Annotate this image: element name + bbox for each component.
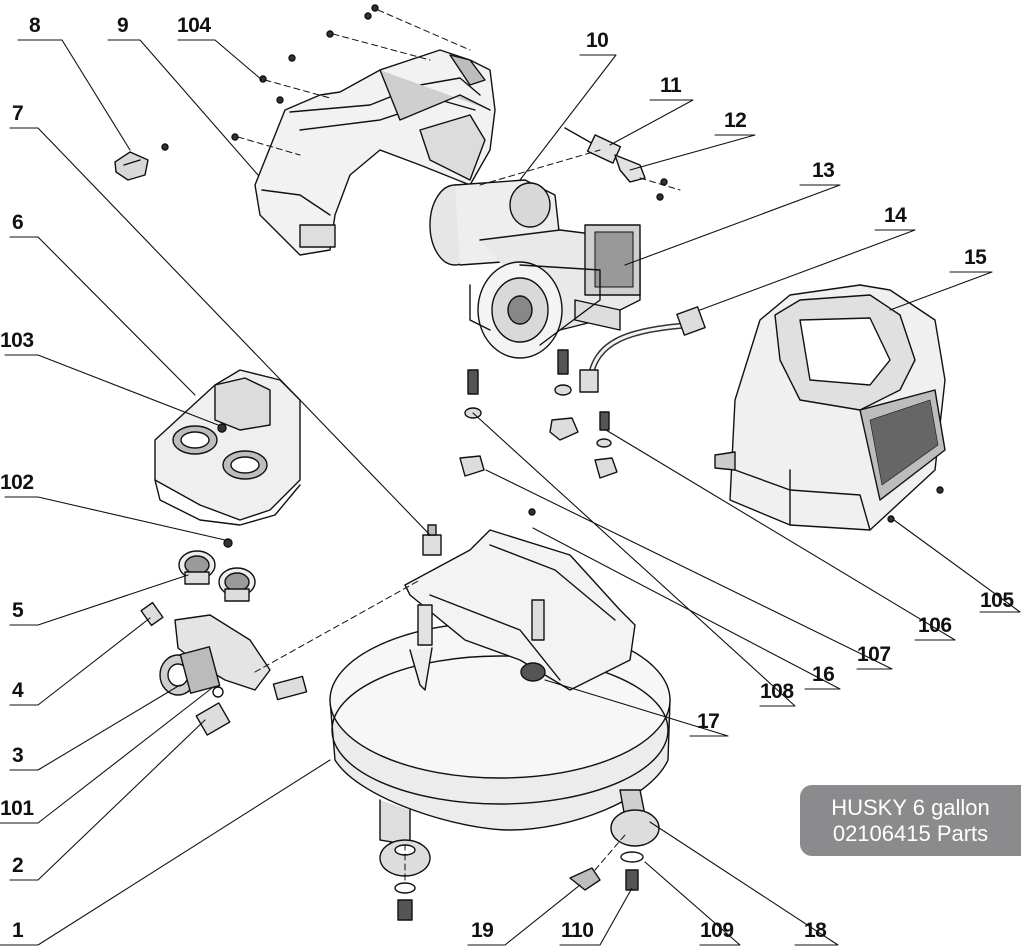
callout-19: 19 <box>471 919 494 942</box>
callout-11: 11 <box>660 74 682 97</box>
callout-7: 7 <box>12 102 24 125</box>
callout-6: 6 <box>12 211 24 234</box>
part-5-gauges <box>178 538 256 602</box>
callout-2: 2 <box>12 854 24 877</box>
model-badge: HUSKY 6 gallon 02106415 Parts <box>800 785 1021 856</box>
part-10-13-motor-pump <box>429 179 641 359</box>
callout-5: 5 <box>12 599 24 622</box>
callout-101: 101 <box>0 797 34 820</box>
callout-17: 17 <box>697 710 720 733</box>
part-3-manifold <box>140 601 308 736</box>
callout-16: 16 <box>812 663 835 686</box>
callout-103: 103 <box>0 329 34 352</box>
callout-1: 1 <box>12 919 24 942</box>
screws <box>231 4 379 141</box>
part-8-switch <box>114 143 169 181</box>
callout-8: 8 <box>29 14 41 37</box>
model-badge-line-1: HUSKY 6 gallon <box>831 794 990 820</box>
leader-lines <box>0 39 1021 946</box>
part-15-cover <box>714 284 946 531</box>
part-14-hose <box>579 306 706 393</box>
callout-102: 102 <box>0 471 34 494</box>
part-7-pressure-switch <box>422 524 442 556</box>
part-9-shroud <box>254 49 496 256</box>
callout-104: 104 <box>177 14 211 37</box>
callout-13: 13 <box>812 159 835 182</box>
callout-109: 109 <box>700 919 734 942</box>
callout-10: 10 <box>586 29 609 52</box>
callout-15: 15 <box>964 246 987 269</box>
callout-14: 14 <box>884 204 907 227</box>
callout-105: 105 <box>980 589 1014 612</box>
callout-106: 106 <box>918 614 952 637</box>
callout-108: 108 <box>760 680 794 703</box>
part-17-mount-plate <box>404 529 636 691</box>
callout-107: 107 <box>857 643 891 666</box>
callout-3: 3 <box>12 744 24 767</box>
assembly-lines <box>237 9 681 881</box>
callout-9: 9 <box>117 14 129 37</box>
callout-4: 4 <box>12 679 24 702</box>
model-badge-line-2: 02106415 Parts <box>832 820 989 846</box>
callout-12: 12 <box>724 109 747 132</box>
part-6-front-panel <box>154 369 301 526</box>
callout-18: 18 <box>804 919 827 942</box>
callout-110: 110 <box>561 919 594 942</box>
